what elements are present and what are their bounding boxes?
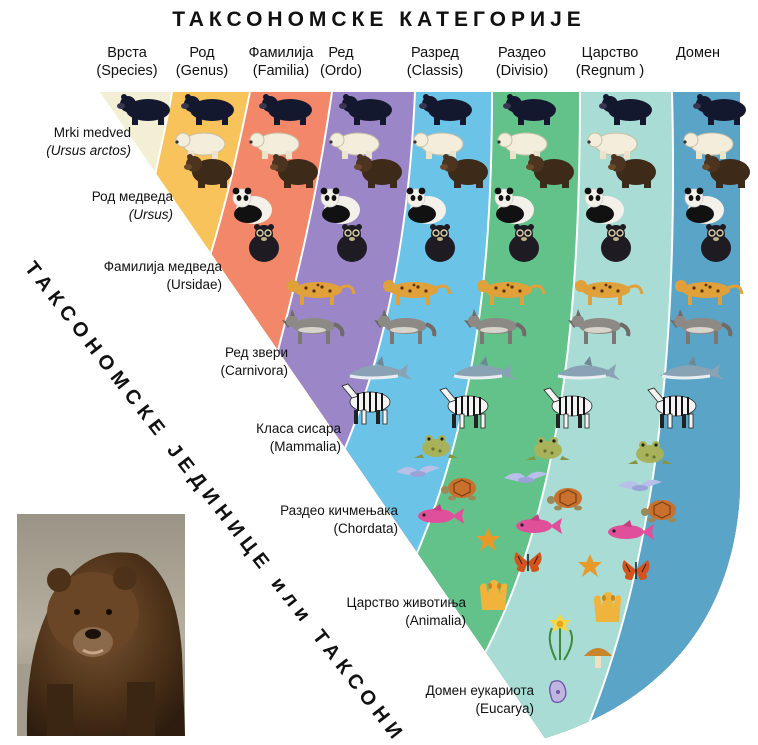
brown-bear-photo <box>17 514 185 736</box>
